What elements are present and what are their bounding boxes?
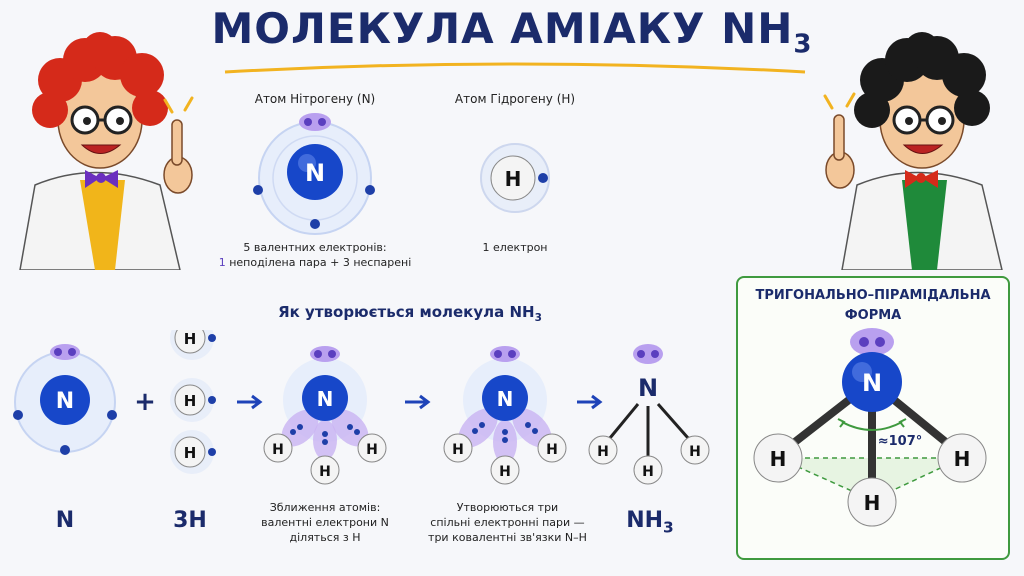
formation-n-symbol: N: [56, 389, 74, 414]
step2-h-bottom: H: [499, 464, 511, 480]
hydrogen-description: 1 електрон: [482, 241, 548, 254]
title-underline: [224, 62, 806, 74]
final-h-left: H: [597, 444, 609, 460]
step2-caption-line2: спільні електронні пари —: [430, 516, 585, 529]
arrow-right-icon-1: [237, 394, 263, 410]
formation-diagram: N + H H H N H H H: [13, 330, 710, 485]
lone-pair-count: 1: [218, 256, 226, 269]
bond-angle-label: ≈107°: [878, 434, 923, 449]
label-3h: 3H: [173, 508, 207, 533]
shape-title-line2: ФОРМА: [844, 308, 902, 323]
arrow-right-icon-3: [577, 394, 603, 410]
page-title: МОЛЕКУЛА АМІАКУ NH3: [0, 4, 1024, 59]
formation-nitrogen-atom: N: [13, 344, 117, 455]
step1-h-left: H: [272, 442, 284, 458]
step1-caption-line1: Зближення атомів:: [269, 501, 381, 514]
nh3-structural-formula: N H H H: [588, 344, 710, 485]
formation-subtitle-main: Як утворюється молекула NH: [278, 303, 535, 321]
step2-h-right: H: [546, 442, 558, 458]
nitrogen-atom-diagram: N: [253, 113, 375, 235]
shape-h-bottom: H: [864, 491, 881, 515]
label-nh3-sub: 3: [663, 518, 674, 537]
shape-title: ТРИГОНАЛЬНО–ПІРАМІДАЛЬНА ФОРМА: [736, 286, 1010, 326]
step2-h-left: H: [452, 442, 464, 458]
atoms-bonded: N H H H: [443, 346, 567, 485]
final-h-right: H: [689, 444, 701, 460]
h-symbol-1: H: [184, 330, 197, 348]
step2-caption: Утворюються три спільні електронні пари …: [415, 500, 600, 545]
nitrogen-description-line1: 5 валентних електронів:: [243, 241, 387, 254]
step2-caption-line3: три ковалентні зв'язки N–H: [428, 531, 587, 544]
title-main: МОЛЕКУЛА АМІАКУ NH: [211, 4, 794, 53]
nitrogen-description: 5 валентних електронів: 1 неподілена пар…: [195, 240, 435, 270]
shape-h-left: H: [770, 447, 787, 471]
step1-h-right: H: [366, 442, 378, 458]
shape-h-right: H: [954, 447, 971, 471]
h-symbol-2: H: [184, 392, 197, 410]
step1-caption-line3: діляться з H: [289, 531, 361, 544]
final-n-symbol: N: [638, 374, 658, 402]
final-h-bottom: H: [642, 464, 654, 480]
shape-n-symbol: N: [862, 369, 882, 397]
label-n: N: [55, 508, 75, 533]
formation-subtitle: Як утворюється молекула NH3: [200, 303, 620, 324]
scientist-right-illustration: [823, 32, 1003, 270]
h-symbol-3: H: [184, 444, 197, 462]
shape-title-line1: ТРИГОНАЛЬНО–ПІРАМІДАЛЬНА: [755, 288, 991, 303]
atoms-approaching: N H H H: [263, 346, 387, 485]
nitrogen-atom-label: Атом Нітрогену (N): [254, 92, 376, 106]
step1-h-bottom: H: [319, 464, 331, 480]
plus-sign: +: [134, 387, 156, 417]
hydrogen-atom-label: Атом Гідрогену (H): [454, 92, 576, 106]
step2-caption-line1: Утворюються три: [456, 501, 559, 514]
three-hydrogen-atoms: H H H: [170, 330, 216, 474]
label-nh3-main: NH: [626, 508, 664, 533]
nitrogen-description-line2-text: неподілена пара + 3 неспарені: [225, 256, 412, 269]
step2-n-symbol: N: [497, 387, 514, 411]
step1-caption: Зближення атомів: валентні електрони N д…: [245, 500, 405, 545]
hydrogen-atom-diagram: H: [480, 143, 550, 213]
nitrogen-symbol: N: [305, 159, 325, 187]
trigonal-pyramid-model: ≈107° N H H H: [753, 328, 987, 527]
step1-n-symbol: N: [317, 387, 334, 411]
hydrogen-symbol: H: [505, 167, 522, 191]
formation-subtitle-sub: 3: [534, 312, 542, 324]
scientist-left-illustration: [19, 32, 194, 270]
nitrogen-description-line2: 1 неподілена пара + 3 неспарені: [195, 255, 435, 270]
label-nh3: NH3: [600, 508, 700, 536]
arrow-right-icon-2: [405, 394, 431, 410]
step1-caption-line2: валентні електрони N: [261, 516, 389, 529]
title-sub: 3: [793, 29, 813, 60]
